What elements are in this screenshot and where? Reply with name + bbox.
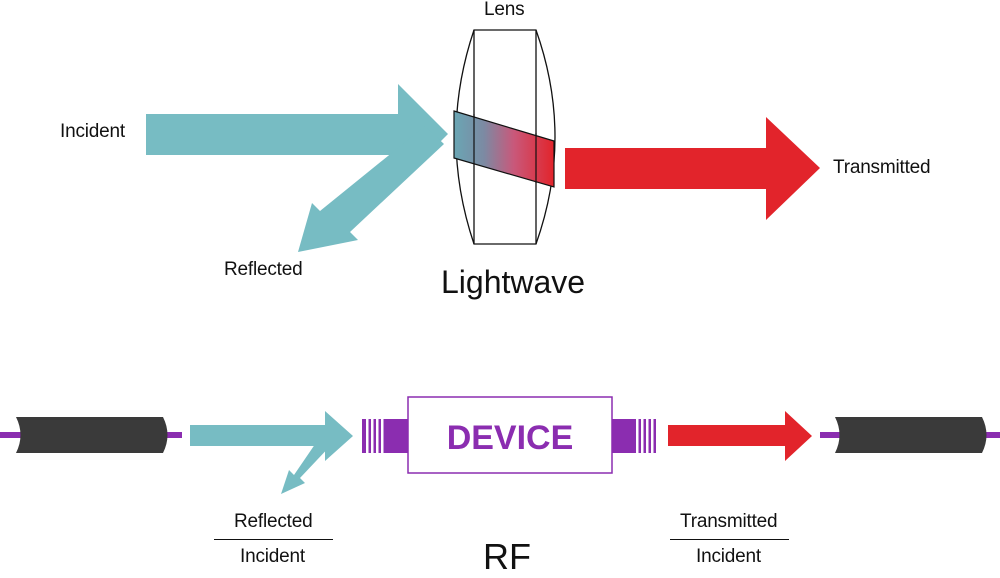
rf-transmitted-arrow [668, 411, 812, 461]
transmitted-arrow [565, 117, 820, 220]
device-label: DEVICE [447, 419, 574, 457]
rf-incident-arrow [190, 411, 353, 461]
lens-label: Lens [484, 0, 525, 20]
rf-title: RF [483, 536, 531, 577]
rf-reflected-numerator: Reflected [234, 511, 313, 532]
rf-transmitted-denominator: Incident [696, 546, 761, 567]
lightwave-title: Lightwave [441, 264, 586, 300]
refracted-beam [454, 111, 554, 187]
reflected-arrow [298, 126, 444, 252]
left-connector [362, 419, 408, 453]
incident-arrow [146, 84, 448, 184]
device-box [407, 396, 613, 474]
right-cable [835, 417, 987, 453]
left-cable [16, 417, 168, 453]
rf-reflected-fraction-line [214, 539, 333, 540]
right-connector [612, 419, 656, 453]
incident-label: Incident [60, 121, 125, 142]
rf-reflected-arrow [281, 434, 333, 494]
rf-transmitted-numerator: Transmitted [680, 511, 778, 532]
rf-reflected-denominator: Incident [240, 546, 305, 567]
refracted-beam-outline [453, 110, 555, 188]
transmitted-label: Transmitted [833, 157, 931, 178]
rf-transmitted-fraction-line [670, 539, 789, 540]
reflected-label: Reflected [224, 259, 303, 280]
